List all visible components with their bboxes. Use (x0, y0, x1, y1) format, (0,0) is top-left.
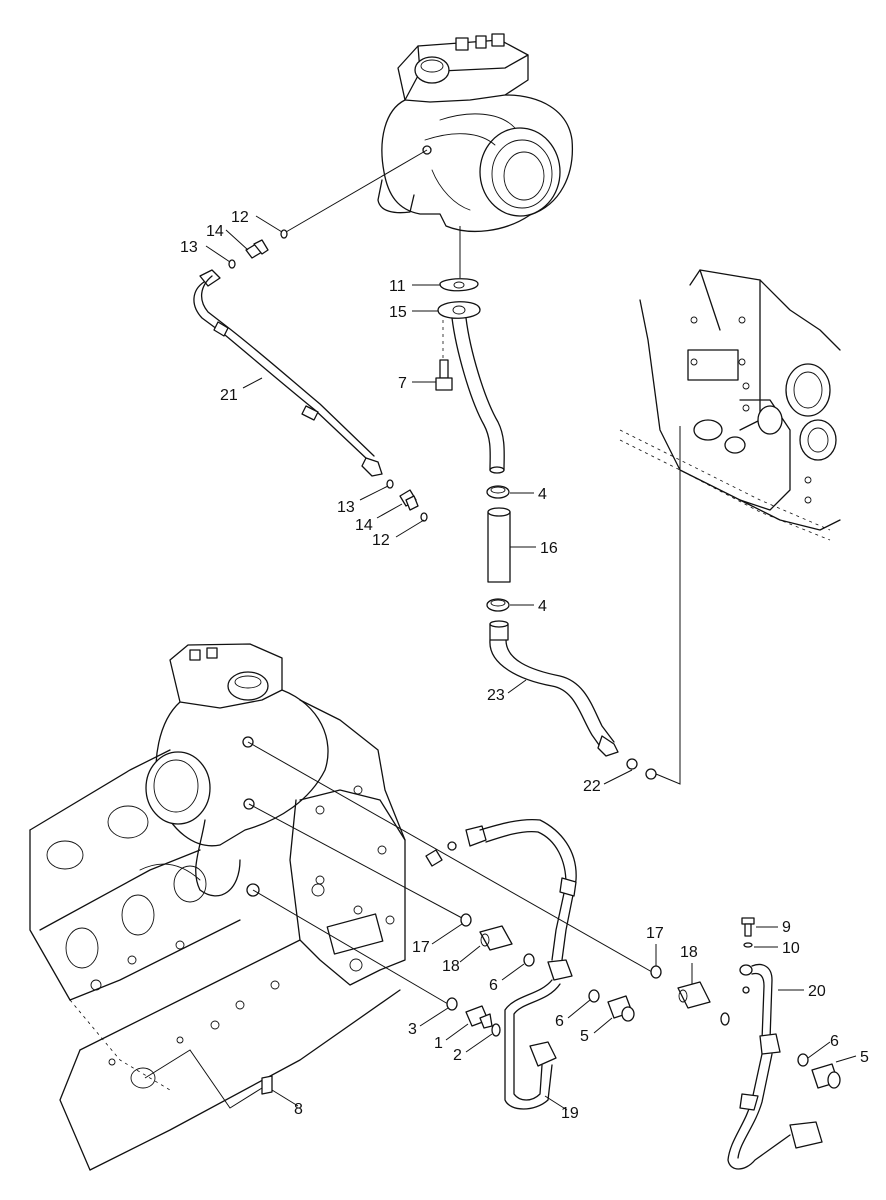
callout-12: 12 (372, 532, 390, 549)
callout-11: 11 (389, 278, 406, 295)
callout-4: 4 (538, 486, 547, 503)
washer-6b (588, 989, 600, 1003)
engine-block-detail-right (619, 269, 841, 541)
union-18b (677, 981, 711, 1009)
banjo-bolt-5b (811, 1063, 841, 1089)
callout-15: 15 (389, 304, 407, 321)
callout-13: 13 (180, 239, 198, 256)
callout-7: 7 (398, 375, 407, 392)
callout-8: 8 (294, 1101, 303, 1118)
callout-13: 13 (337, 499, 355, 516)
callout-6: 6 (489, 977, 498, 994)
washer-22a (626, 758, 638, 770)
callout-17: 17 (646, 925, 664, 942)
gasket-11 (439, 278, 479, 292)
callout-labels: 12 14 13 21 11 15 7 4 16 4 23 22 13 14 1… (180, 209, 869, 1122)
washer-6-right (720, 1012, 730, 1026)
fitting-upper-center (425, 841, 457, 867)
callout-2: 2 (453, 1047, 462, 1064)
flange-15 (437, 301, 481, 319)
union-1 (465, 1005, 493, 1029)
callout-4: 4 (538, 598, 547, 615)
oil-pipe-23 (489, 620, 619, 757)
washer-6c (797, 1053, 809, 1067)
turbocharger-upper (377, 33, 574, 232)
washer-6a (523, 953, 535, 967)
callout-16: 16 (540, 540, 558, 557)
oil-pipe-20 (727, 963, 823, 1170)
callout-18: 18 (442, 958, 460, 975)
washer-17a (460, 913, 472, 927)
callout-18: 18 (680, 944, 698, 961)
callout-9: 9 (782, 919, 791, 936)
clamp-4-lower (486, 598, 510, 612)
engine-assembly-lower (29, 643, 406, 1171)
washer-3 (446, 997, 458, 1011)
callout-3: 3 (408, 1021, 417, 1038)
callout-5: 5 (580, 1028, 589, 1045)
callout-1: 1 (434, 1035, 443, 1052)
union-14-lower (399, 489, 419, 511)
union-14-upper (245, 239, 269, 259)
hose-16 (487, 507, 511, 583)
callout-5: 5 (860, 1049, 869, 1066)
washer-13-lower (386, 479, 394, 489)
banjo-bolt-5a (607, 995, 635, 1022)
bolt-7 (435, 320, 453, 391)
oil-pipe-19 (465, 818, 577, 1110)
oil-pipe-21 (193, 269, 383, 477)
callout-12: 12 (231, 209, 249, 226)
callout-21: 21 (220, 387, 238, 404)
washer-2 (491, 1023, 501, 1037)
callout-19: 19 (561, 1105, 579, 1122)
callout-20: 20 (808, 983, 826, 1000)
washer-13-upper (228, 259, 236, 269)
callout-14: 14 (206, 223, 224, 240)
callout-22: 22 (583, 778, 601, 795)
callout-10: 10 (782, 940, 800, 957)
plug-8 (261, 1075, 273, 1095)
union-18a (479, 925, 513, 951)
callout-17: 17 (412, 939, 430, 956)
callout-6: 6 (830, 1033, 839, 1050)
washer-17b (650, 965, 662, 979)
clamp-4-upper (486, 485, 510, 499)
callout-6: 6 (555, 1013, 564, 1030)
screw-9 (741, 917, 755, 937)
washer-22b (645, 768, 657, 780)
callout-23: 23 (487, 687, 505, 704)
oil-return-pipe (451, 317, 505, 474)
washer-12-lower (420, 512, 428, 522)
callout-14: 14 (355, 517, 373, 534)
washer-12-upper (280, 229, 288, 239)
leader-lines (205, 215, 857, 1111)
washer-10 (743, 942, 753, 948)
